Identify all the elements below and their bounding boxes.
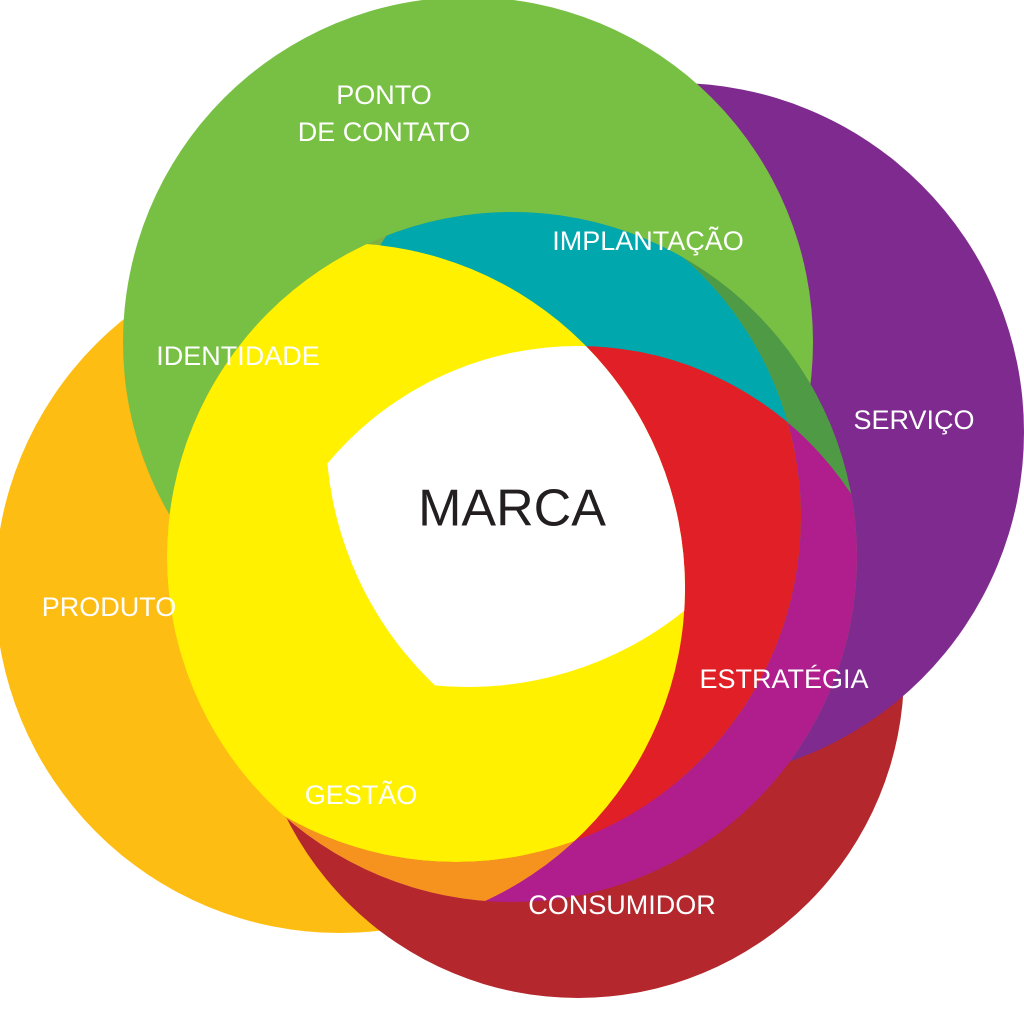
label-de-contato: DE CONTATO	[298, 117, 471, 147]
label-implantacao: IMPLANTAÇÃO	[552, 225, 744, 256]
label-gestao: GESTÃO	[305, 779, 418, 810]
label-estrategia: ESTRATÉGIA	[699, 664, 868, 694]
label-identidade: IDENTIDADE	[156, 341, 320, 371]
label-servico: SERVIÇO	[853, 405, 974, 435]
label-ponto: PONTO	[336, 80, 432, 110]
label-produto: PRODUTO	[42, 592, 177, 622]
center-label-marca: MARCA	[418, 480, 606, 538]
label-consumidor: CONSUMIDOR	[528, 890, 716, 920]
